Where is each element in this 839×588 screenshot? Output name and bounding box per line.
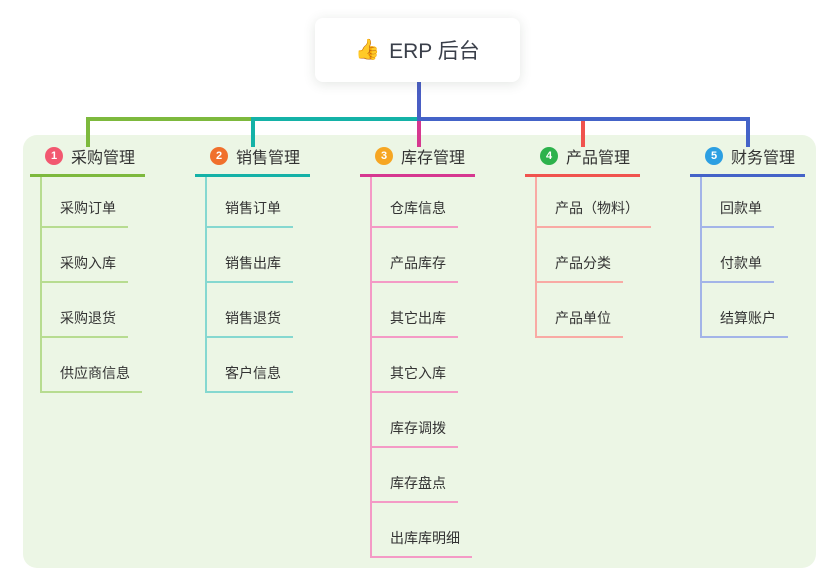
child-node[interactable]: 采购入库 (42, 228, 142, 283)
branch-column-sales: 2 销售管理 销售订单 销售出库 销售退货 客户信息 (195, 138, 310, 393)
mindmap-canvas-panel (23, 135, 816, 568)
child-label: 采购入库 (42, 253, 128, 283)
branch-children: 仓库信息 产品库存 其它出库 其它入库 库存调拨 库存盘点 出库库明细 (370, 177, 472, 558)
child-label: 供应商信息 (42, 363, 142, 393)
branch-number-badge: 5 (705, 147, 723, 165)
root-node[interactable]: 👍 ERP 后台 (315, 18, 520, 82)
thumbs-up-icon: 👍 (355, 39, 381, 61)
child-node[interactable]: 客户信息 (207, 338, 293, 393)
connector-horizontal-mid (251, 117, 421, 121)
branch-children: 采购订单 采购入库 采购退货 供应商信息 (40, 177, 142, 393)
branch-node-purchase[interactable]: 1 采购管理 (30, 138, 145, 177)
connector-drop-product (581, 121, 585, 147)
branch-label: 销售管理 (236, 150, 301, 167)
branch-label: 采购管理 (71, 150, 136, 167)
root-node-label: ERP 后台 (389, 40, 480, 63)
child-label: 其它入库 (372, 363, 458, 393)
child-node[interactable]: 付款单 (702, 228, 788, 283)
child-node[interactable]: 销售订单 (207, 177, 293, 228)
branch-number-badge: 2 (210, 147, 228, 165)
child-label: 产品（物料） (537, 198, 651, 228)
child-node[interactable]: 销售退货 (207, 283, 293, 338)
child-label: 付款单 (702, 253, 774, 283)
branch-node-product[interactable]: 4 产品管理 (525, 138, 640, 177)
child-label: 产品库存 (372, 253, 458, 283)
branch-label: 财务管理 (731, 150, 796, 167)
branch-children: 销售订单 销售出库 销售退货 客户信息 (205, 177, 293, 393)
connector-drop-inventory (417, 121, 421, 147)
connector-drop-sales (251, 117, 255, 147)
branch-children: 产品（物料） 产品分类 产品单位 (535, 177, 651, 338)
child-node[interactable]: 产品单位 (537, 283, 651, 338)
branch-column-finance: 5 财务管理 回款单 付款单 结算账户 (690, 138, 805, 338)
child-label: 产品单位 (537, 308, 623, 338)
branch-label: 产品管理 (566, 150, 631, 167)
branch-node-sales[interactable]: 2 销售管理 (195, 138, 310, 177)
branch-children: 回款单 付款单 结算账户 (700, 177, 788, 338)
branch-number-badge: 1 (45, 147, 63, 165)
child-label: 库存调拨 (372, 418, 458, 448)
child-label: 客户信息 (207, 363, 293, 393)
child-label: 采购订单 (42, 198, 128, 228)
connector-horizontal-right (417, 117, 750, 121)
child-label: 出库库明细 (372, 528, 472, 558)
branch-node-inventory[interactable]: 3 库存管理 (360, 138, 475, 177)
child-node[interactable]: 库存调拨 (372, 393, 472, 448)
child-node[interactable]: 采购退货 (42, 283, 142, 338)
branch-number-badge: 3 (375, 147, 393, 165)
branch-column-inventory: 3 库存管理 仓库信息 产品库存 其它出库 其它入库 库存调拨 库存盘点 出库库… (360, 138, 475, 558)
branch-column-purchase: 1 采购管理 采购订单 采购入库 采购退货 供应商信息 (30, 138, 145, 393)
connector-drop-finance (746, 117, 750, 147)
child-label: 回款单 (702, 198, 774, 228)
child-node[interactable]: 出库库明细 (372, 503, 472, 558)
child-node[interactable]: 产品库存 (372, 228, 472, 283)
child-node[interactable]: 其它入库 (372, 338, 472, 393)
child-node[interactable]: 产品（物料） (537, 177, 651, 228)
child-node[interactable]: 销售出库 (207, 228, 293, 283)
child-label: 产品分类 (537, 253, 623, 283)
branch-column-product: 4 产品管理 产品（物料） 产品分类 产品单位 (525, 138, 651, 338)
child-label: 采购退货 (42, 308, 128, 338)
child-node[interactable]: 库存盘点 (372, 448, 472, 503)
connector-drop-purchase (86, 117, 90, 147)
child-node[interactable]: 供应商信息 (42, 338, 142, 393)
child-node[interactable]: 结算账户 (702, 283, 788, 338)
child-node[interactable]: 仓库信息 (372, 177, 472, 228)
connector-horizontal-left (86, 117, 255, 121)
child-label: 其它出库 (372, 308, 458, 338)
root-connector-line (417, 82, 421, 121)
branch-node-finance[interactable]: 5 财务管理 (690, 138, 805, 177)
child-node[interactable]: 回款单 (702, 177, 788, 228)
child-node[interactable]: 采购订单 (42, 177, 142, 228)
child-label: 结算账户 (702, 308, 788, 338)
child-label: 销售订单 (207, 198, 293, 228)
child-node[interactable]: 其它出库 (372, 283, 472, 338)
child-label: 仓库信息 (372, 198, 458, 228)
child-label: 销售出库 (207, 253, 293, 283)
child-node[interactable]: 产品分类 (537, 228, 651, 283)
child-label: 销售退货 (207, 308, 293, 338)
branch-number-badge: 4 (540, 147, 558, 165)
child-label: 库存盘点 (372, 473, 458, 503)
branch-label: 库存管理 (401, 150, 466, 167)
